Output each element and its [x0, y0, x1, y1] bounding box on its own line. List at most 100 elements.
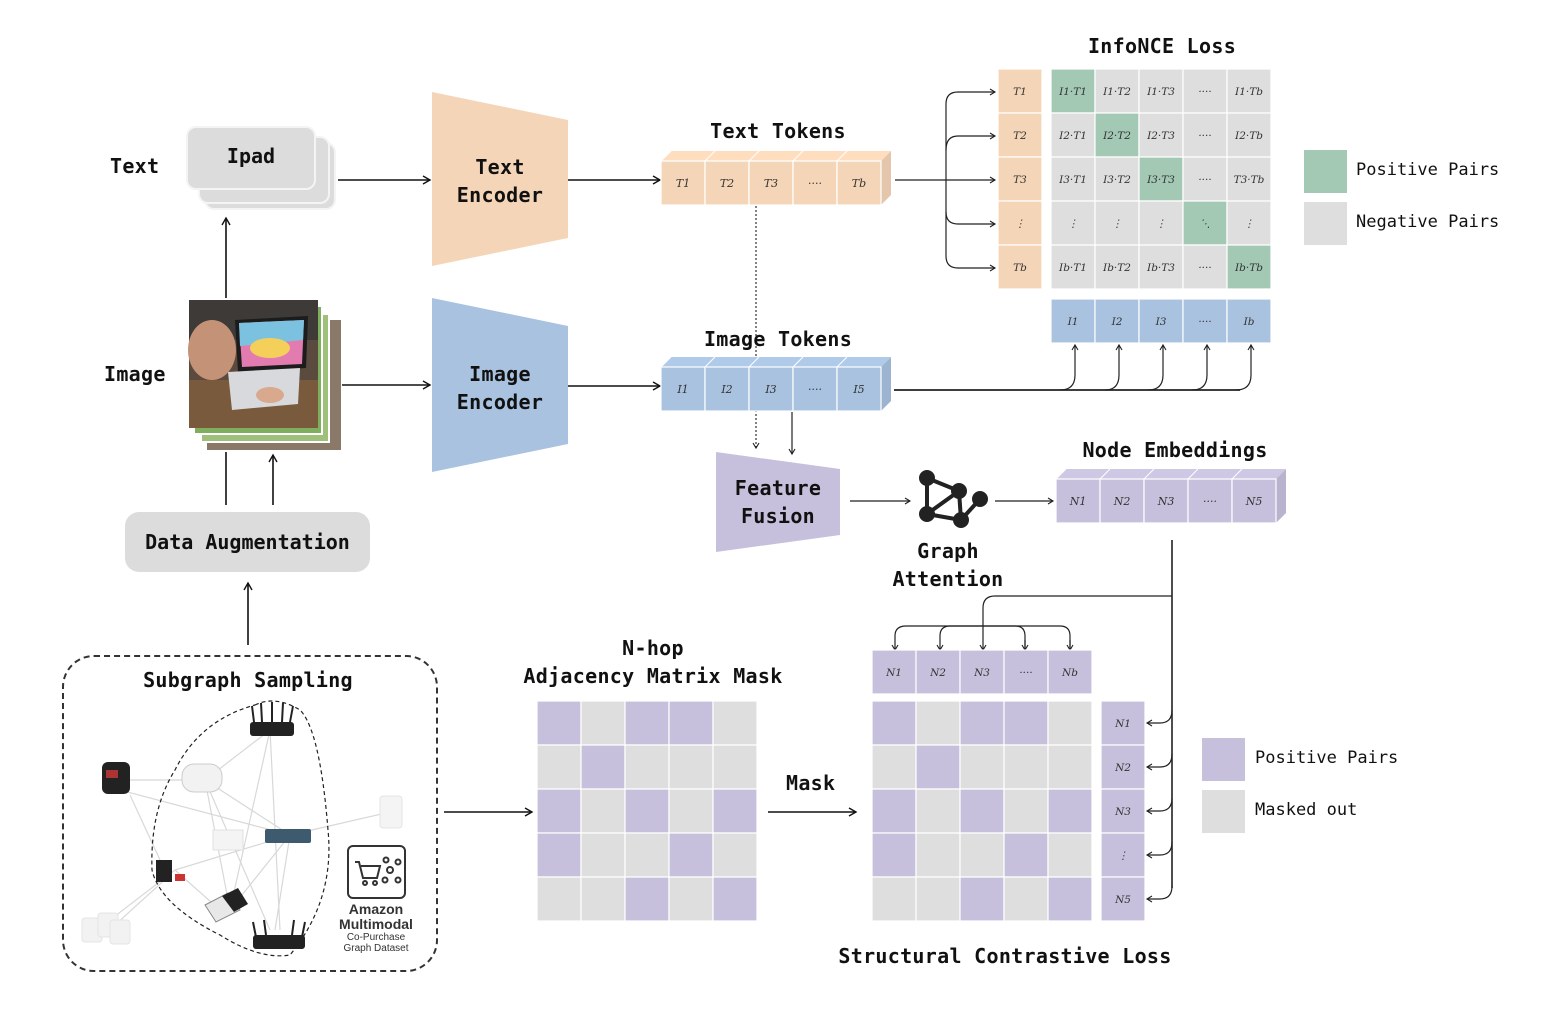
structural-row-header [1100, 876, 1146, 922]
node-token-label: N2 [1113, 495, 1131, 508]
infonce-col-header-label: ···· [1198, 316, 1211, 328]
structural-col-header-label: N3 [973, 667, 990, 679]
structural-cell-positive [959, 788, 1005, 834]
structural-row-header-label: N2 [1114, 762, 1131, 774]
subgraph-sketch [109, 729, 391, 931]
image-token-cell [704, 366, 750, 412]
infonce-cell-positive [1226, 244, 1272, 290]
adjacency-cell-positive [624, 876, 670, 922]
data-augmentation-box: Data Augmentation [125, 512, 370, 572]
structural-cell-masked [915, 700, 961, 746]
structural-col-header [871, 649, 917, 695]
image-token-cell [660, 366, 706, 412]
infonce-row-header [997, 156, 1043, 202]
structural-cell-masked [915, 876, 961, 922]
image-token-cell [748, 366, 794, 412]
structural-row-header [1100, 700, 1146, 746]
infonce-row-header-label: Tb [1013, 262, 1027, 274]
text-token-label: Tb [852, 177, 866, 190]
node-token-cell [1055, 478, 1101, 524]
structural-cell-masked [871, 876, 917, 922]
infonce-cell-negative [1094, 156, 1140, 202]
feature-fusion-line2: Fusion [740, 504, 816, 528]
subgraph-sampling-panel [62, 655, 438, 972]
text-token-label: ···· [808, 177, 822, 190]
node-token-cell [1143, 478, 1189, 524]
text-token-cell [836, 160, 882, 206]
structural-cell-masked [1047, 744, 1093, 790]
structural-cell-masked [871, 744, 917, 790]
adjacency-cell-masked [536, 744, 582, 790]
structural-col-header [1003, 649, 1049, 695]
structural-col-header-label: N1 [885, 667, 902, 679]
graph-attention-line1: Graph [917, 539, 979, 563]
infonce-cell-negative [1226, 68, 1272, 114]
infonce-cell-negative [1138, 68, 1184, 114]
structural-cell-positive [1047, 876, 1093, 922]
graph-attention-label: Graph Attention [880, 537, 1016, 593]
adjacency-cell-positive [624, 700, 670, 746]
infonce-cell-negative [1182, 112, 1228, 158]
structural-col-header [959, 649, 1005, 695]
adjacency-title-line2: Adjacency Matrix Mask [523, 664, 783, 688]
infonce-cell-negative [1138, 244, 1184, 290]
infonce-cell-label: ···· [1198, 262, 1211, 274]
node-fanout [891, 540, 1173, 903]
structural-cell-positive [959, 876, 1005, 922]
node-embeddings-title: Node Embeddings [1082, 438, 1268, 462]
text-token-edge [748, 150, 760, 162]
text-token-side-face [881, 151, 891, 205]
adjacency-cell-positive [580, 744, 626, 790]
feature-fusion-shape [716, 452, 840, 552]
dataset-name-2: Multimodal [339, 916, 413, 932]
infonce-cell-label: Ib·T3 [1146, 262, 1175, 274]
infonce-cell-label: I2·Tb [1234, 130, 1263, 142]
infonce-cell-negative [1094, 68, 1140, 114]
text-token-edge [704, 150, 716, 162]
adjacency-cell-positive [536, 788, 582, 834]
infonce-cell-label: I1·T3 [1146, 86, 1175, 98]
adjacency-cell-masked [712, 744, 758, 790]
adjacency-cell-masked [536, 876, 582, 922]
adjacency-matrix [536, 700, 758, 922]
image-fanup [894, 343, 1255, 391]
structural-row-header [1100, 788, 1146, 834]
text-token-cell [792, 160, 838, 206]
image-token-label: I1 [676, 383, 688, 396]
node-token-top-face [1056, 469, 1286, 479]
text-token-cell [704, 160, 750, 206]
product-photo [188, 300, 318, 428]
structural-cell-positive [871, 788, 917, 834]
image-token-label: I5 [852, 383, 864, 396]
node-token-side-face [1276, 469, 1286, 523]
text-encoder-line2: Encoder [456, 183, 544, 207]
node-token-label: N5 [1245, 495, 1263, 508]
infonce-row-header [997, 200, 1043, 246]
adjacency-cell-positive [712, 788, 758, 834]
image-token-edge [836, 356, 848, 368]
structural-row-header-label: ⋮ [1118, 850, 1129, 862]
adjacency-cell-masked [624, 832, 670, 878]
text-token-edge [836, 150, 848, 162]
dataset-name-1: Amazon [348, 901, 404, 917]
image-token-edge [748, 356, 760, 368]
mask-label: Mask [786, 771, 836, 795]
adjacency-cell-positive [668, 832, 714, 878]
structural-cell-positive [915, 744, 961, 790]
adjacency-cell-masked [624, 744, 670, 790]
structural-loss-title: Structural Contrastive Loss [838, 944, 1172, 968]
node-token-cell [1187, 478, 1233, 524]
infonce-row-header-label: T3 [1013, 174, 1027, 186]
text-token-edge [660, 150, 672, 162]
node-token-edge [1143, 468, 1155, 480]
infonce-row-header-label: ⋮ [1015, 218, 1026, 230]
infonce-cell-negative [1182, 244, 1228, 290]
infonce-col-header [1094, 298, 1140, 344]
adjacency-cell-masked [668, 876, 714, 922]
structural-row-header-label: N1 [1114, 718, 1131, 730]
text-input-label: Text [110, 154, 160, 178]
infonce-cell-label: T3·Tb [1234, 174, 1265, 186]
